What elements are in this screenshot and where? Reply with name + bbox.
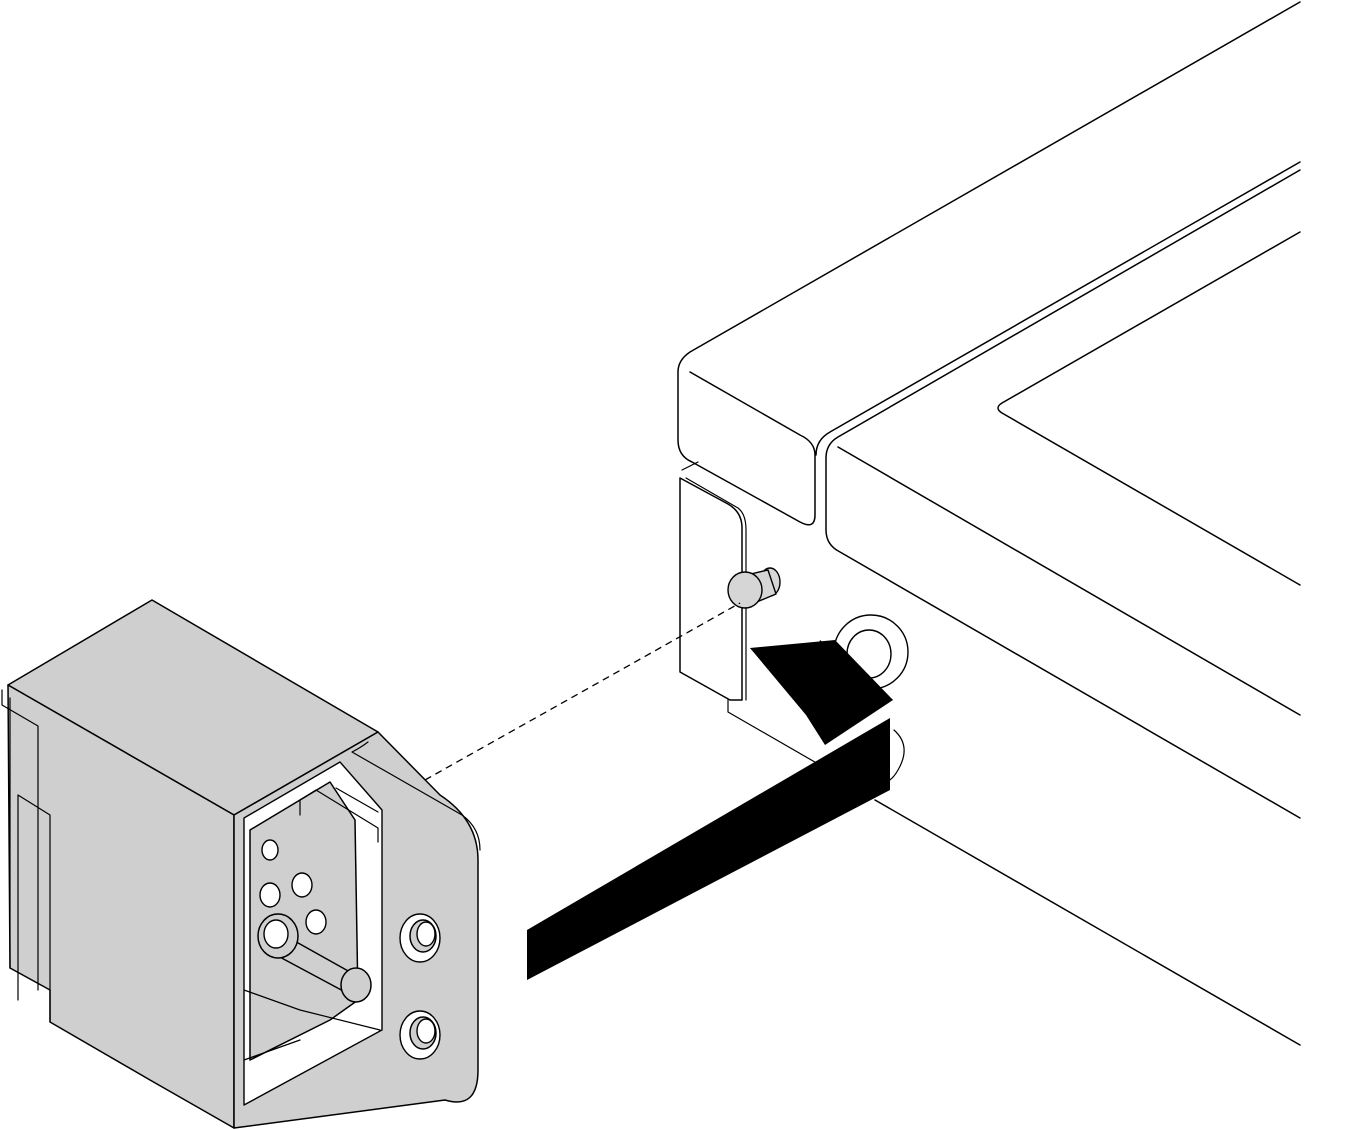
alignment-guide-line (424, 602, 741, 781)
server-chassis (677, 1, 1301, 1046)
bracket-mount-hole-upper (399, 913, 441, 963)
chassis-top-edge (677, 1, 1301, 526)
bracket-mount-hole-lower (399, 1010, 441, 1060)
chassis-pin (727, 567, 781, 609)
chassis-top-panel (997, 231, 1301, 586)
chassis-side-edge (874, 799, 1301, 1046)
slide-bracket (1, 599, 481, 1129)
chassis-bezel-edge (815, 161, 1301, 456)
install-direction-arrow-icon (527, 640, 893, 980)
chassis-mounting-flange (679, 477, 821, 766)
bracket-latch-pin (257, 913, 372, 1003)
